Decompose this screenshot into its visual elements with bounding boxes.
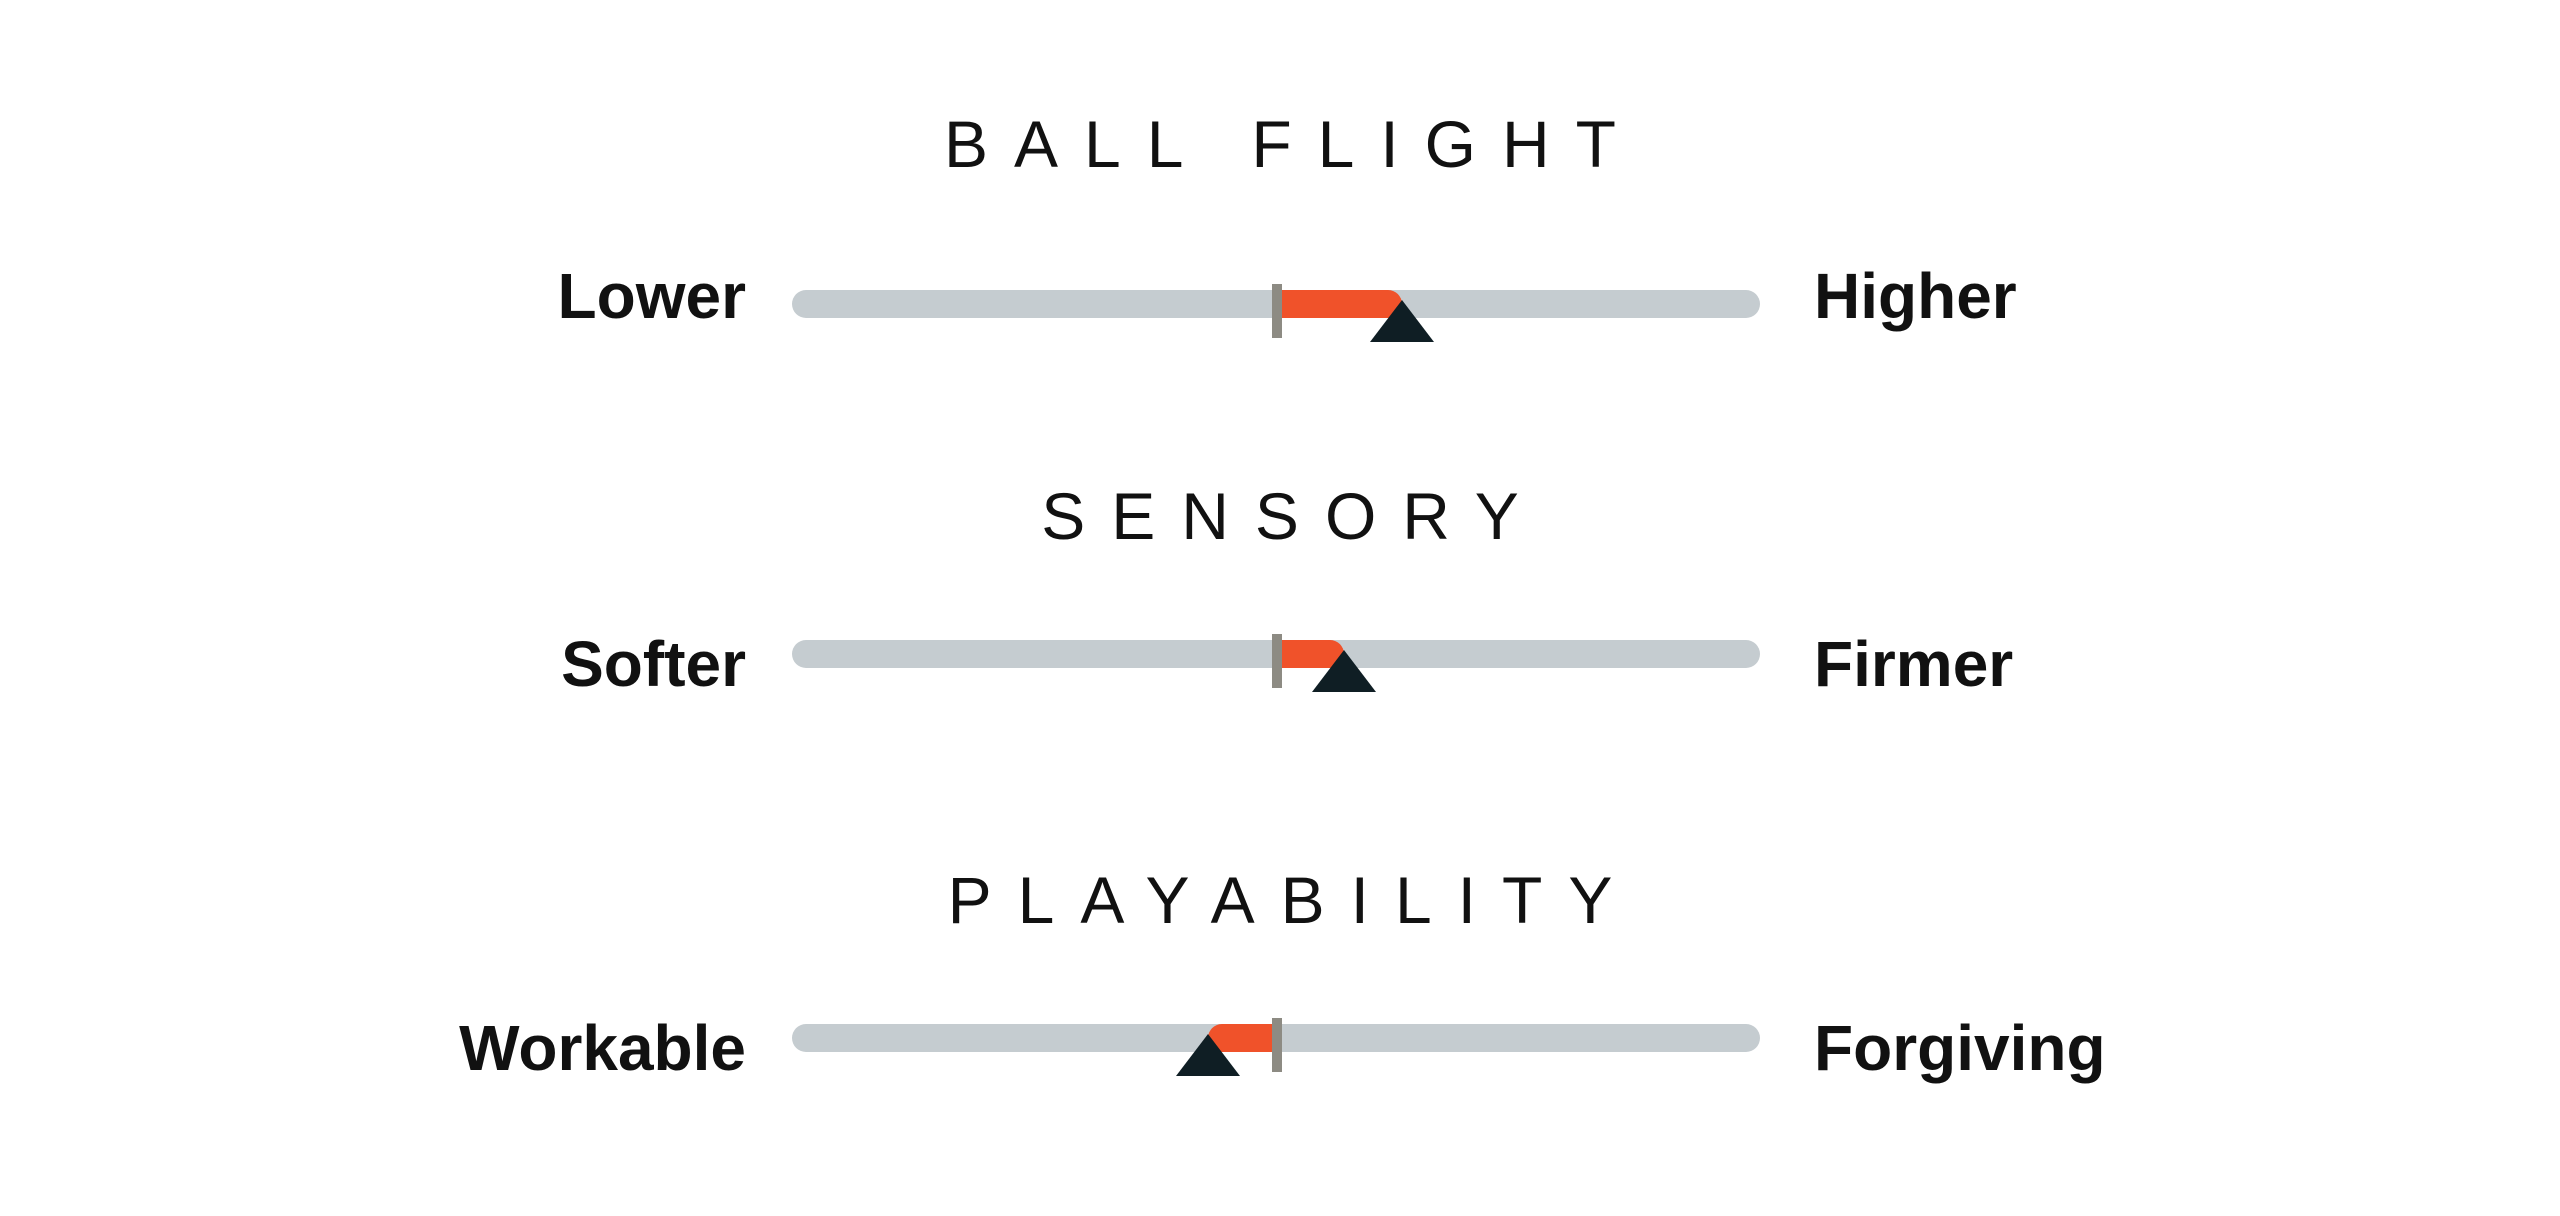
metric-title: BALL FLIGHT <box>943 107 1643 181</box>
triangle-marker-icon <box>1369 300 1434 342</box>
slider-fill <box>1277 640 1344 668</box>
slider-track <box>792 284 1760 342</box>
triangle-marker-icon <box>1176 1034 1241 1076</box>
center-tick <box>1272 284 1282 338</box>
metric-sensory: SENSORY Softer Firmer <box>0 476 2560 796</box>
metric-title: SENSORY <box>1041 479 1545 553</box>
metric-right-label: Forgiving <box>1814 1012 2106 1084</box>
center-tick <box>1272 1018 1282 1072</box>
slider-fill <box>1277 290 1402 318</box>
triangle-marker-icon <box>1311 650 1376 692</box>
metric-ball-flight: BALL FLIGHT Lower Higher <box>0 104 2560 424</box>
slider-track <box>792 1018 1760 1076</box>
slider-track <box>792 634 1760 692</box>
metric-right-label: Higher <box>1814 260 2017 332</box>
slider-fill <box>1208 1024 1277 1052</box>
metric-left-label: Lower <box>557 260 746 332</box>
center-tick <box>1272 634 1282 688</box>
metric-left-label: Softer <box>561 628 746 700</box>
metric-playability: PLAYABILITY Workable Forgiving <box>0 860 2560 1180</box>
metric-title: PLAYABILITY <box>947 863 1639 937</box>
metric-left-label: Workable <box>459 1012 746 1084</box>
metric-right-label: Firmer <box>1814 628 2014 700</box>
